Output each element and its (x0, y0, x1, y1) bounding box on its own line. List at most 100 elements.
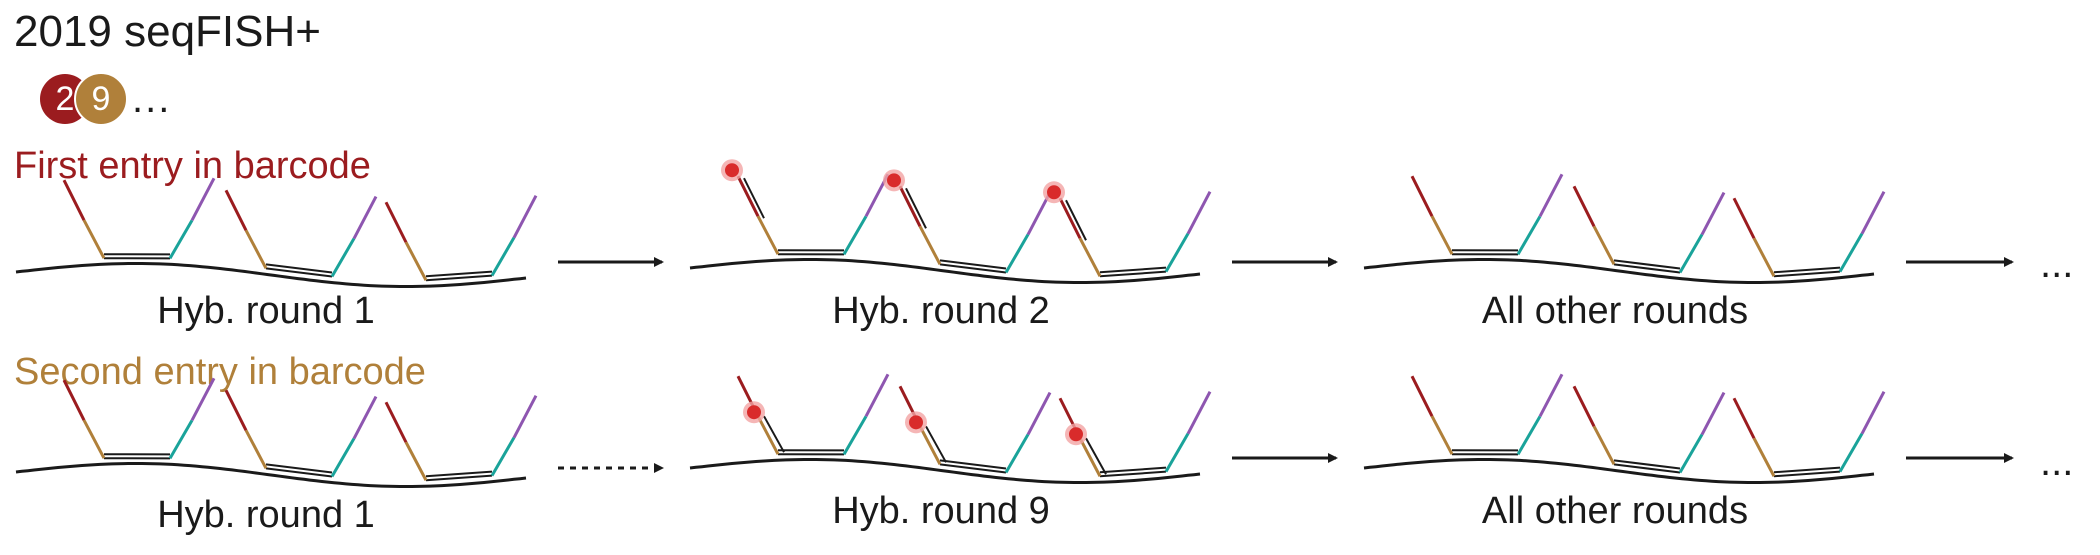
row1-round2-right-leg-teal-3 (1164, 232, 1190, 273)
row2-round1-right-leg-purple-1 (190, 377, 216, 422)
row1-round2-right-leg-teal-1 (842, 215, 868, 256)
row1-round1-probe-body-top-3 (425, 270, 493, 278)
row1-other-left-leg-gold-2 (1592, 225, 1616, 266)
row1-other-probe-body-top-3 (1773, 266, 1841, 274)
row2-round9-left-leg-gold-2 (918, 425, 942, 466)
row1-round2-fluor-dot-3 (1047, 185, 1061, 200)
row1-round1-right-leg-purple-2 (352, 195, 378, 240)
row1-round1-probe-body-3 (425, 274, 493, 282)
row2-other-right-leg-teal-1 (1516, 415, 1542, 456)
row1-other-left-leg-red-2 (1572, 185, 1596, 227)
row2-round1-left-leg-red-2 (224, 389, 248, 431)
row2-round1-mrna-strand (15, 462, 527, 488)
section-first-entry-label: First entry in barcode (14, 145, 371, 187)
row2-round9-right-leg-teal-1 (842, 415, 868, 456)
row1-round1-left-leg-gold-3 (404, 241, 428, 281)
row2-other-right-leg-purple-1 (1538, 373, 1564, 418)
row1-other-panel (1363, 173, 1886, 284)
row1-round2-left-leg-red-1 (736, 175, 760, 217)
row2-other-left-leg-red-2 (1572, 385, 1596, 427)
row1-other-left-leg-gold-3 (1752, 237, 1776, 277)
barcode-ellipsis: ... (132, 77, 172, 121)
row1-round2-left-leg-red-2 (898, 185, 922, 227)
row1-round2-left-leg-red-3 (1058, 197, 1082, 239)
row2-round9-left-leg-gold-1 (756, 415, 780, 455)
row2-round9-probe-body-top-2 (939, 459, 1007, 470)
row2-round9-readout-probe-2 (925, 425, 947, 463)
row2-other-panel (1363, 373, 1886, 484)
section-second-entry-label: Second entry in barcode (14, 351, 426, 393)
row1-round2-fluor-dot-2 (887, 173, 901, 188)
row1-round1-left-leg-red-2 (224, 189, 248, 231)
row2-round1-probe-body-top-3 (425, 470, 493, 478)
row2-round9-fluor-dot-1 (747, 405, 761, 420)
row2-round1-left-leg-gold-2 (244, 429, 268, 470)
row1-round2-probe-body-top-2 (939, 259, 1007, 270)
row1-other-left-leg-red-3 (1732, 197, 1756, 239)
row1-round2-right-leg-teal-2 (1004, 233, 1030, 274)
row2-round9-right-leg-purple-3 (1186, 390, 1212, 435)
row2-caption-other: All other rounds (1481, 490, 1749, 532)
row2-round1-right-leg-teal-3 (490, 436, 516, 477)
row2-round1-probe-body-top-2 (265, 463, 333, 474)
row2-round9-right-leg-purple-1 (864, 373, 890, 418)
row2-round9-right-leg-teal-2 (1004, 433, 1030, 474)
row1-round2-mrna-strand (689, 258, 1201, 284)
row1-round2-readout-probe-3 (1065, 199, 1087, 241)
row2-round1-panel (15, 377, 538, 488)
row2-other-right-leg-purple-2 (1700, 391, 1726, 436)
row1-other-right-leg-purple-1 (1538, 173, 1564, 218)
row1-round2-panel (689, 159, 1212, 284)
row1-caption-other: All other rounds (1481, 290, 1749, 332)
row2-round9-probe-body-top-3 (1099, 466, 1167, 474)
row2-round1-left-leg-gold-3 (404, 441, 428, 481)
row1-round2-readout-probe-2 (905, 187, 927, 229)
row1-caption-round1: Hyb. round 1 (157, 290, 375, 332)
row1-other-right-leg-teal-3 (1838, 232, 1864, 273)
row2-other-right-leg-purple-3 (1860, 390, 1886, 435)
row2-other-left-leg-gold-1 (1430, 415, 1454, 455)
row1-other-left-leg-gold-1 (1430, 215, 1454, 255)
row2-other-left-leg-red-3 (1732, 397, 1756, 439)
row2-round9-right-leg-purple-2 (1026, 391, 1052, 436)
row2-round9-probe-body-3 (1099, 470, 1167, 478)
row1-round1-right-leg-teal-2 (330, 237, 356, 278)
row2-round9-panel (689, 373, 1212, 484)
row2-other-probe-body-top-3 (1773, 466, 1841, 474)
row2-caption-round9: Hyb. round 9 (832, 490, 1050, 532)
barcode-second-entry-badge: 9 (74, 72, 128, 126)
row2-round9-fluor-dot-3 (1069, 427, 1083, 442)
row1-round2-probe-body-top-3 (1099, 266, 1167, 274)
row2-round1-left-leg-gold-1 (82, 419, 106, 459)
row2-round9-readout-probe-1 (763, 415, 785, 453)
row1-round1-probe-body-2 (265, 267, 333, 278)
row1-round2-readout-probe-1 (743, 177, 765, 219)
row1-other-right-leg-teal-2 (1678, 233, 1704, 274)
row2-round1-left-leg-red-3 (384, 401, 408, 443)
row2-other-probe-body-top-2 (1613, 459, 1681, 470)
row2-other-right-leg-teal-2 (1678, 433, 1704, 474)
row1-other-right-leg-teal-1 (1516, 215, 1542, 256)
row2-round1-probe-body-2 (265, 467, 333, 478)
row1-round2-left-leg-gold-1 (756, 215, 780, 255)
row1-round2-fluor-dot-1 (725, 163, 739, 178)
row1-round1-right-leg-purple-3 (512, 194, 538, 239)
barcode-legend: 2 9 ... (40, 72, 240, 126)
row2-other-probe-body-2 (1613, 463, 1681, 474)
row2-round1-right-leg-purple-3 (512, 394, 538, 439)
row2-other-left-leg-gold-2 (1592, 425, 1616, 466)
row1-round1-probe-body-top-2 (265, 263, 333, 274)
row2-round9-probe-body-2 (939, 463, 1007, 474)
row2-other-left-leg-gold-3 (1752, 437, 1776, 477)
row2-round1-right-leg-teal-1 (168, 419, 194, 460)
row2-round9-mrna-strand (689, 458, 1201, 484)
row2-round1-right-leg-purple-2 (352, 395, 378, 440)
row1-round2-probe-body-2 (939, 263, 1007, 274)
row1-other-mrna-strand (1363, 258, 1875, 284)
row1-other-left-leg-red-1 (1410, 175, 1434, 217)
row1-round1-right-leg-teal-1 (168, 219, 194, 260)
row1-round1-right-leg-purple-1 (190, 177, 216, 222)
row2-round1-right-leg-teal-2 (330, 437, 356, 478)
row1-round2-left-leg-gold-3 (1078, 237, 1102, 277)
